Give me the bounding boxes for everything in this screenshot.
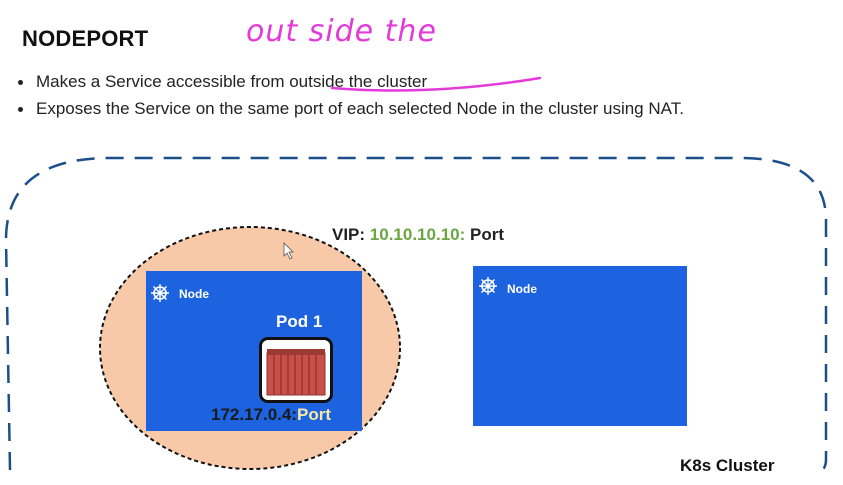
node-2-label: Node (507, 282, 537, 296)
kubernetes-wheel-icon (479, 277, 497, 295)
vip-ip: 10.10.10.10: (369, 225, 466, 244)
handwritten-annotation: out side the (246, 14, 437, 49)
kubernetes-wheel-icon (151, 284, 169, 302)
pod-label: Pod 1 (276, 312, 323, 331)
bullet-list: Makes a Service accessible from outside … (16, 68, 684, 122)
pod-ip: 172.17.0.4: (211, 405, 298, 424)
vip-label: VIP: 10.10.10.10: Port (332, 225, 504, 245)
pod-container (259, 337, 333, 403)
node-1-label: Node (179, 287, 209, 301)
cluster-label: K8s Cluster (680, 456, 775, 475)
vip-prefix: VIP: (332, 225, 366, 244)
slide-title: NODEPORT (22, 26, 149, 51)
vip-port: Port (470, 225, 504, 244)
pod-ip-port: 172.17.0.4:Port (211, 405, 331, 425)
pod-port: Port (297, 405, 332, 424)
bullet-item: Makes a Service accessible from outside … (16, 68, 684, 95)
node-2 (473, 266, 687, 426)
bullet-item: Exposes the Service on the same port of … (16, 95, 684, 122)
